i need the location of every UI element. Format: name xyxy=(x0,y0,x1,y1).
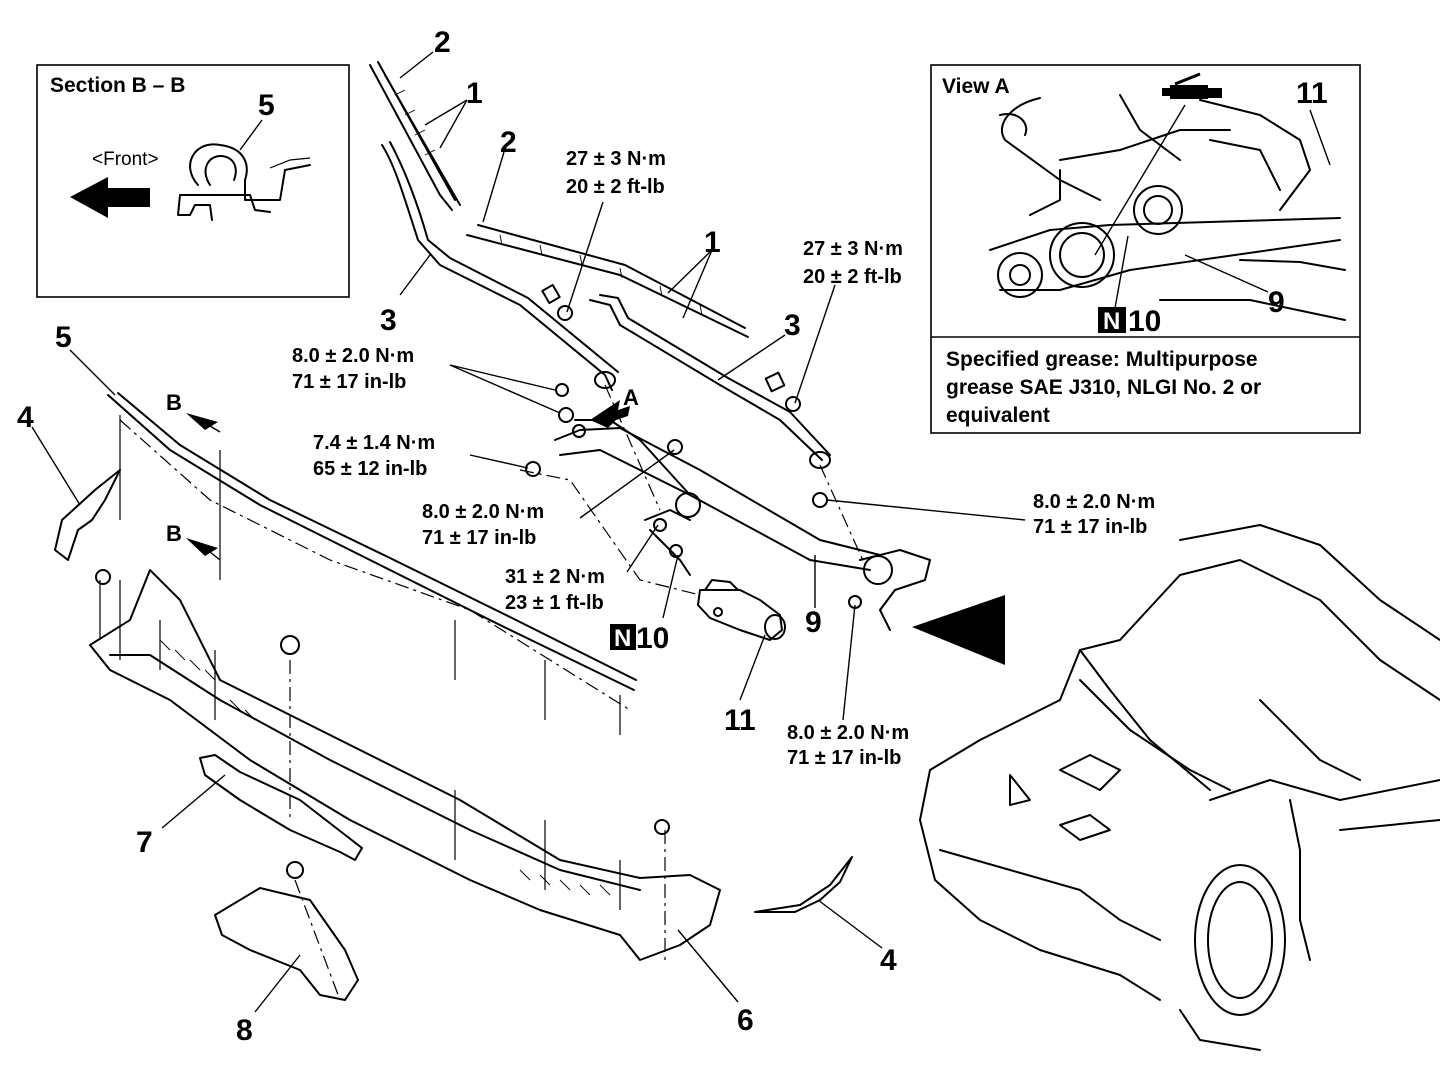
callout-7: 7 xyxy=(136,826,153,859)
section-bb-inset: Section B – B <Front> 5 xyxy=(36,64,350,298)
torque-2-metric: 27 ± 3 N·m xyxy=(803,238,903,260)
callout-1-lower: 1 xyxy=(704,226,721,259)
torque-8-imperial: 71 ± 17 in-lb xyxy=(787,747,901,769)
view-a-part-9: 9 xyxy=(1268,286,1285,319)
callout-4-right: 4 xyxy=(880,944,897,977)
wiper-linkage xyxy=(554,419,931,631)
callout-1-upper: 1 xyxy=(466,77,483,110)
cowl-top-cover xyxy=(89,569,721,961)
callout-3-driver: 3 xyxy=(380,304,397,337)
torque-2-imperial: 20 ± 2 ft-lb xyxy=(803,266,902,288)
section-bb-title: Section B – B xyxy=(50,74,185,97)
torque-8-metric: 8.0 ± 2.0 N·m xyxy=(787,722,909,744)
wiper-arm-driver xyxy=(381,141,619,391)
torque-5-metric: 8.0 ± 2.0 N·m xyxy=(422,501,544,523)
grease-note-line-2: grease SAE J310, NLGI No. 2 or xyxy=(946,376,1261,399)
torque-1-metric: 27 ± 3 N·m xyxy=(566,148,666,170)
vehicle-front-view xyxy=(912,524,1440,1051)
wiper-motor xyxy=(697,579,786,641)
torque-specs: 27 ± 3 N·m 20 ± 2 ft-lb 27 ± 3 N·m 20 ± … xyxy=(292,148,1155,769)
b-arrow-upper-icon xyxy=(186,413,218,430)
view-a-title: View A xyxy=(942,75,1010,98)
b-arrow-lower-icon xyxy=(186,538,218,556)
torque-3-imperial: 71 ± 17 in-lb xyxy=(292,371,406,393)
cowl-top-weatherstrip xyxy=(107,392,637,735)
grease-note-line-3: equivalent xyxy=(946,404,1050,427)
torque-1-imperial: 20 ± 2 ft-lb xyxy=(566,176,665,198)
grease-gun-icon xyxy=(1162,72,1222,99)
weatherstrip-section-icon xyxy=(177,143,311,221)
grease-note-line-1: Specified grease: Multipurpose xyxy=(946,348,1258,371)
callout-10: 10 xyxy=(636,622,669,655)
callout-11: 11 xyxy=(724,704,756,737)
view-a-inset: View A 11 9 N 10 xyxy=(930,64,1361,434)
callout-6: 6 xyxy=(737,1004,754,1037)
callout-3-passenger: 3 xyxy=(784,309,801,342)
wiper-blade-passenger xyxy=(466,224,749,338)
torque-6-imperial: 23 ± 1 ft-lb xyxy=(505,592,604,614)
callout-5: 5 xyxy=(55,321,72,354)
cowl-side-cover xyxy=(214,861,359,1001)
view-a-part-11: 11 xyxy=(1296,77,1328,110)
section-bb-part-label: 5 xyxy=(258,89,275,122)
wiper-blade-driver xyxy=(369,61,461,211)
fastener-bolts xyxy=(525,305,862,609)
view-a-n-badge: N xyxy=(1103,308,1120,335)
front-label: <Front> xyxy=(92,149,159,170)
front-arrow-icon xyxy=(70,177,150,218)
torque-5-imperial: 71 ± 17 in-lb xyxy=(422,527,536,549)
view-a-linkage-detail xyxy=(989,94,1346,321)
callout-labels: 2 1 2 1 3 3 5 4 B B A 9 N 10 11 7 8 6 4 xyxy=(17,26,897,1047)
callout-n-badge: N xyxy=(614,625,631,652)
torque-4-metric: 7.4 ± 1.4 N·m xyxy=(313,432,435,454)
torque-6-metric: 31 ± 2 N·m xyxy=(505,566,605,588)
cowl-lower-panel xyxy=(199,754,363,861)
cowl-top-side-cover-right xyxy=(754,856,853,913)
callout-4-left: 4 xyxy=(17,401,34,434)
view-a-part-10: 10 xyxy=(1128,305,1161,338)
torque-7-metric: 8.0 ± 2.0 N·m xyxy=(1033,491,1155,513)
cowl-top-side-cover-left xyxy=(54,469,121,561)
torque-4-imperial: 65 ± 12 in-lb xyxy=(313,458,427,480)
callout-8: 8 xyxy=(236,1014,253,1047)
view-direction-arrow-icon xyxy=(912,595,1005,665)
view-a-arrow-icon xyxy=(590,400,630,428)
n-badge-icon xyxy=(1098,307,1126,333)
n-badge-main-icon xyxy=(610,624,636,650)
leader-lines xyxy=(31,51,1026,1013)
callout-2-upper: 2 xyxy=(434,26,451,59)
callout-view-a: A xyxy=(623,385,639,410)
callout-2-lower: 2 xyxy=(500,126,517,159)
callout-9: 9 xyxy=(805,606,822,639)
torque-7-imperial: 71 ± 17 in-lb xyxy=(1033,516,1147,538)
callout-b-lower: B xyxy=(166,521,182,546)
assembly-dash-lines xyxy=(119,384,866,1001)
wiper-arm-passenger xyxy=(589,294,831,469)
callout-b-upper: B xyxy=(166,390,182,415)
torque-3-metric: 8.0 ± 2.0 N·m xyxy=(292,345,414,367)
